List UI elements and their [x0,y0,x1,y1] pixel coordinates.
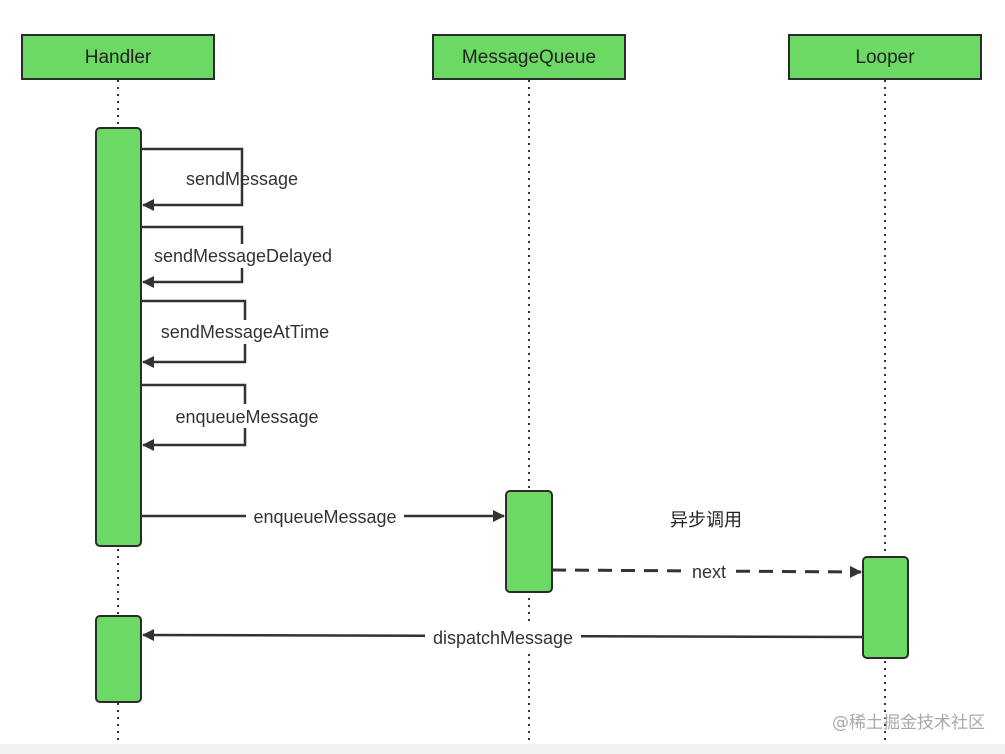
participant-message-queue: MessageQueue [432,34,626,80]
self-message-send-message: sendMessage [141,147,298,211]
participant-handler-label: Handler [85,47,152,68]
handler-activation-1 [95,127,142,547]
self-message-send-message-at-time-label: sendMessageAtTime [161,322,329,342]
message-dispatch-to-handler: dispatchMessage [142,625,864,649]
self-message-enqueue-message: enqueueMessage [141,383,326,451]
self-message-send-message-delayed-label: sendMessageDelayed [154,246,332,266]
self-message-send-message-at-time: sendMessageAtTime [141,299,337,368]
participant-looper-label: Looper [855,47,915,68]
looper-activation [862,556,909,659]
message-enqueue-to-queue-label: enqueueMessage [253,507,396,527]
self-message-enqueue-message-label: enqueueMessage [175,407,318,427]
watermark: @稀土掘金技术社区 [832,713,985,733]
self-message-send-message-label: sendMessage [186,169,298,189]
queue-activation [505,490,553,593]
message-enqueue-to-queue: enqueueMessage [141,505,505,529]
bottom-strip [0,744,1005,754]
message-next-to-looper-label: next [692,562,726,582]
handler-activation-2 [95,615,142,703]
message-dispatch-to-handler-label: dispatchMessage [433,628,573,648]
participant-looper: Looper [788,34,982,80]
self-message-send-message-delayed: sendMessageDelayed [141,225,340,288]
async-call-note: 异步调用 [670,510,742,531]
message-next-to-looper: next [551,560,862,584]
participant-message-queue-label: MessageQueue [462,47,596,68]
participant-handler: Handler [21,34,215,80]
